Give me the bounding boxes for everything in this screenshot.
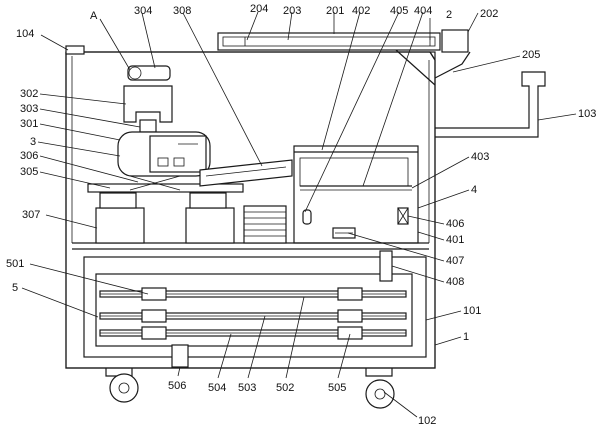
label-506: 506 <box>168 380 186 392</box>
label-302: 302 <box>20 88 38 100</box>
label-203: 203 <box>283 5 301 17</box>
label-505: 505 <box>328 382 346 394</box>
label-103: 103 <box>578 108 596 120</box>
leader-lines <box>21 11 577 418</box>
label-305: 305 <box>20 166 38 178</box>
label-1: 1 <box>463 331 469 343</box>
lower-drawer <box>83 250 427 368</box>
reference-labels: A 304 308 204 203 201 402 405 404 2 202 … <box>6 3 596 427</box>
label-304: 304 <box>134 5 152 17</box>
wheels <box>105 368 395 409</box>
label-404: 404 <box>414 5 432 17</box>
label-4: 4 <box>471 184 477 196</box>
label-307: 307 <box>22 209 40 221</box>
label-204: 204 <box>250 3 268 15</box>
label-503: 503 <box>238 382 256 394</box>
label-406: 406 <box>446 218 464 230</box>
label-A: A <box>90 10 98 22</box>
label-102: 102 <box>418 415 436 427</box>
label-303: 303 <box>20 103 38 115</box>
label-201: 201 <box>326 5 344 17</box>
motor-assembly <box>87 65 293 244</box>
label-408: 408 <box>446 276 464 288</box>
label-5: 5 <box>12 282 18 294</box>
label-407: 407 <box>446 255 464 267</box>
label-205: 205 <box>522 49 540 61</box>
top-lid-assembly <box>217 29 471 86</box>
label-101: 101 <box>463 305 481 317</box>
label-3: 3 <box>30 136 36 148</box>
label-501: 501 <box>6 258 24 270</box>
label-2: 2 <box>446 9 452 21</box>
label-308: 308 <box>173 5 191 17</box>
label-403: 403 <box>471 151 489 163</box>
label-401: 401 <box>446 234 464 246</box>
label-202: 202 <box>480 8 498 20</box>
label-405: 405 <box>390 5 408 17</box>
stacked-plates <box>243 205 287 244</box>
label-402: 402 <box>352 5 370 17</box>
label-104: 104 <box>16 28 34 40</box>
label-306: 306 <box>20 150 38 162</box>
label-502: 502 <box>276 382 294 394</box>
discharge-pipe <box>435 71 546 138</box>
label-301: 301 <box>20 118 38 130</box>
inner-tank <box>293 145 419 244</box>
label-504: 504 <box>208 382 226 394</box>
